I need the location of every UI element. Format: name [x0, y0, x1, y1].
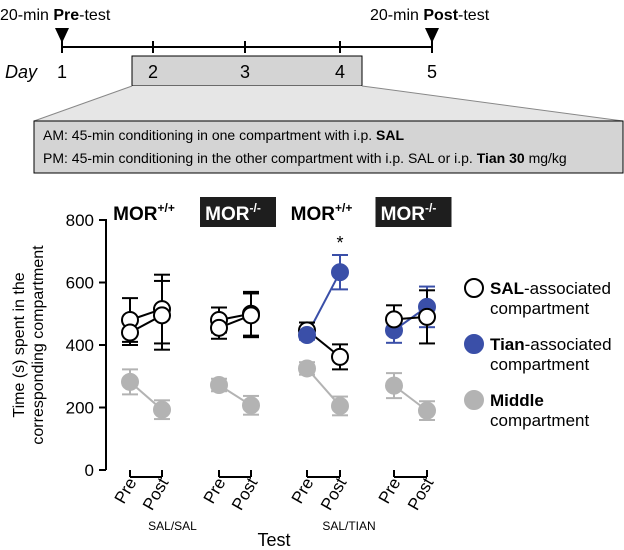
data-point [210, 376, 228, 394]
data-point [331, 347, 349, 366]
data-point [153, 400, 171, 419]
data-point [121, 372, 139, 391]
legend-marker [464, 278, 484, 298]
data-point [385, 376, 403, 395]
day-number: 1 [57, 62, 67, 82]
protocol-pm-text: PM: 45-min conditioning in the other com… [43, 150, 567, 166]
x-axis-label: Test [257, 530, 290, 550]
timeline: 20-min Pre-test 20-min Post-test Day 1 2… [0, 7, 490, 87]
panel-title: MOR+/+ [113, 201, 175, 225]
legend-label: Tian-associated [490, 335, 612, 354]
y-tick-label: 0 [85, 461, 94, 480]
day-number: 3 [240, 62, 250, 82]
x-tick-label: Post [404, 474, 438, 513]
group-label: SAL/SAL [148, 519, 197, 533]
day-number: 4 [335, 62, 345, 82]
x-tick-label: Post [228, 474, 262, 513]
conditioning-period-box [131, 55, 363, 87]
x-tick-label: Pre [288, 475, 318, 507]
posttest-label: 20-min Post-test [370, 7, 490, 24]
panel-title-box [200, 197, 276, 227]
legend-label: SAL-associated [490, 279, 611, 298]
protocol-box: AM: 45-min conditioning in one compartme… [33, 85, 624, 174]
data-point [210, 318, 228, 337]
y-tick-label: 200 [66, 399, 94, 418]
protocol-am-text: AM: 45-min conditioning in one compartme… [43, 127, 404, 143]
panel-title: MOR+/+ [291, 201, 353, 225]
zoom-connector [34, 86, 623, 121]
series-lines [129, 271, 428, 412]
x-tick-label: Pre [200, 475, 230, 507]
x-tick-label: Post [139, 474, 173, 513]
data-points [121, 263, 436, 420]
zoom-connector-line [361, 85, 624, 122]
significance-annotation: * [336, 233, 343, 253]
data-point [242, 306, 260, 325]
panel-title: MOR-/- [205, 201, 261, 225]
legend-label-line2: compartment [490, 355, 589, 374]
legend-label: Middle [490, 391, 544, 410]
data-point [331, 396, 349, 415]
data-point [385, 310, 403, 329]
legend-marker [464, 390, 484, 410]
legend-label-line2: compartment [490, 411, 589, 430]
y-axis-label: Time (s) spent in the [11, 272, 28, 417]
day-number: 5 [427, 62, 437, 82]
error-bars [122, 254, 435, 421]
y-tick-label: 800 [66, 211, 94, 230]
day-number: 2 [148, 62, 158, 82]
x-tick-label: Pre [111, 475, 141, 507]
data-point [418, 307, 436, 326]
legend-label-line2: compartment [490, 299, 589, 318]
zoom-connector-line [33, 85, 133, 122]
x-tick-label: Post [317, 474, 351, 513]
panel-title-box [375, 197, 452, 227]
data-point [418, 401, 436, 420]
x-tick-label: Pre [375, 475, 405, 507]
pretest-marker-icon [55, 28, 69, 43]
y-tick-label: 600 [66, 274, 94, 293]
panel-title: MOR-/- [381, 201, 437, 225]
group-label: SAL/TIAN [322, 519, 375, 533]
data-point [242, 396, 260, 415]
legend-marker [464, 334, 484, 354]
data-point [153, 306, 171, 325]
y-tick-label: 400 [66, 336, 94, 355]
data-point [298, 326, 316, 344]
y-axis-label: corresponding compartment [30, 245, 47, 445]
data-point [121, 323, 139, 342]
protocol-text-box [33, 120, 624, 174]
data-point [331, 263, 349, 282]
day-axis-label: Day [5, 62, 38, 82]
posttest-marker-icon [425, 28, 439, 43]
pretest-label: 20-min Pre-test [0, 7, 111, 24]
data-point [298, 359, 316, 378]
